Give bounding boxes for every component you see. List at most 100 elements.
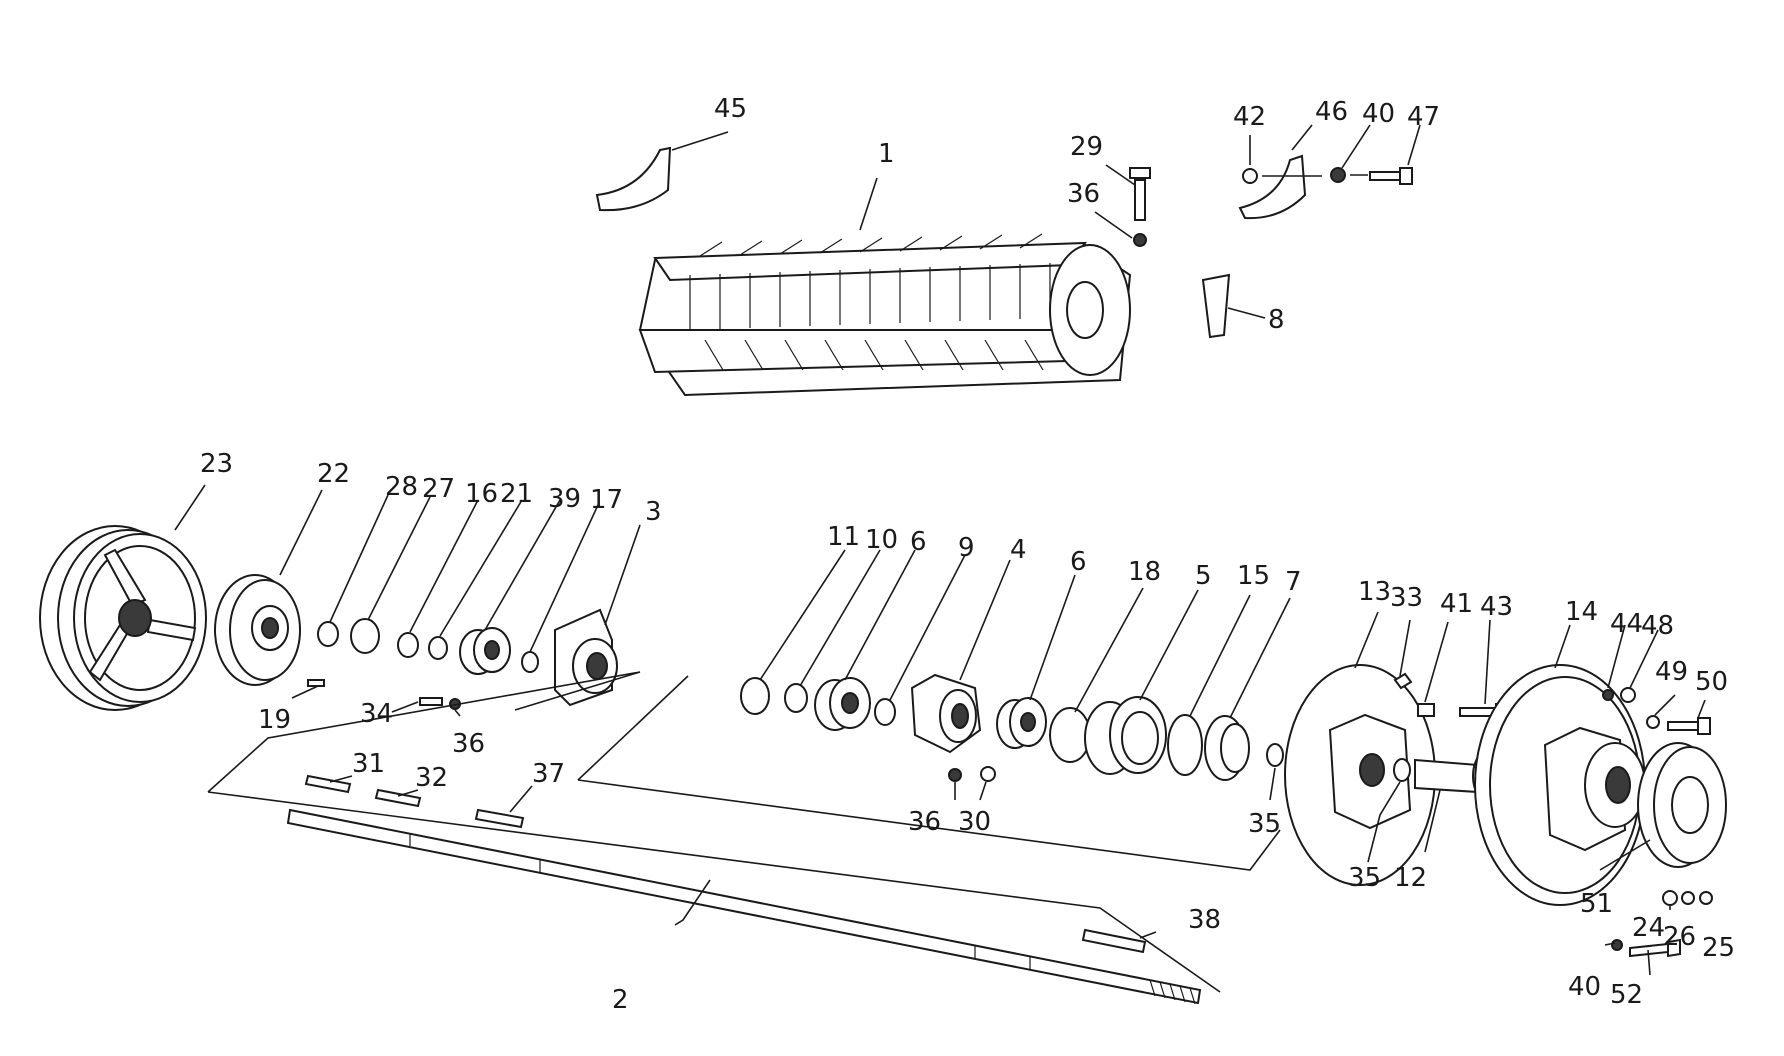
key-32-shape <box>374 788 422 808</box>
disc-14 <box>1474 664 1646 906</box>
oring-35b-shape <box>1393 758 1411 782</box>
part-labels: 1 2 3 4 5 6 6 7 8 9 10 11 12 13 14 15 16… <box>200 94 1735 1015</box>
washer-10-shape <box>784 683 808 713</box>
part-18-shape <box>1049 707 1091 763</box>
nut-36-middle-shape <box>948 768 962 782</box>
label-part-6-a: 6 <box>910 527 927 557</box>
label-part-19: 19 <box>258 705 291 735</box>
part-21-shape <box>428 636 448 660</box>
label-part-1: 1 <box>878 139 895 169</box>
oring-35a-shape <box>1266 743 1284 767</box>
label-part-42: 42 <box>1233 102 1266 132</box>
part-49-shape <box>1646 715 1660 729</box>
bearing-39 <box>459 627 511 675</box>
bearing-6b <box>996 697 1047 749</box>
label-part-33: 33 <box>1390 583 1423 613</box>
part-48-shape <box>1620 687 1636 703</box>
label-part-44: 44 <box>1610 609 1643 639</box>
label-part-37: 37 <box>532 759 565 789</box>
part-7-shape <box>1204 715 1250 781</box>
part-50-shape <box>1667 717 1711 735</box>
label-part-36-c: 36 <box>908 807 941 837</box>
label-part-18: 18 <box>1128 557 1161 587</box>
label-part-41: 41 <box>1440 589 1473 619</box>
key-31-shape <box>304 774 352 794</box>
part-25-shape <box>1699 891 1713 905</box>
label-part-21: 21 <box>500 479 533 509</box>
part-16-shape <box>397 632 419 658</box>
label-part-35-b: 35 <box>1348 863 1381 893</box>
label-part-4: 4 <box>1010 535 1027 565</box>
label-part-46: 46 <box>1315 97 1348 127</box>
label-part-52: 52 <box>1610 980 1643 1010</box>
label-part-45: 45 <box>714 94 747 124</box>
label-part-48: 48 <box>1641 611 1674 641</box>
part-17-shape <box>521 651 539 673</box>
label-part-40-a: 40 <box>1362 99 1395 129</box>
label-part-29: 29 <box>1070 132 1103 162</box>
label-part-49: 49 <box>1655 657 1688 687</box>
pulley-23 <box>39 525 207 711</box>
label-part-51: 51 <box>1580 889 1613 919</box>
label-part-14: 14 <box>1565 597 1598 627</box>
label-part-27: 27 <box>422 474 455 504</box>
part-46-shape <box>1238 154 1307 220</box>
key-37-shape <box>474 808 525 829</box>
label-part-11: 11 <box>827 522 860 552</box>
label-part-47: 47 <box>1407 102 1440 132</box>
label-part-50: 50 <box>1695 667 1728 697</box>
label-part-15: 15 <box>1237 561 1270 591</box>
part-26-shape <box>1681 891 1695 905</box>
label-part-23: 23 <box>200 449 233 479</box>
label-part-5: 5 <box>1195 561 1212 591</box>
part-44-shape <box>1602 689 1614 701</box>
label-part-24: 24 <box>1632 913 1665 943</box>
part-28-shape <box>317 621 339 647</box>
label-part-35-a: 35 <box>1248 809 1281 839</box>
label-part-3: 3 <box>645 497 662 527</box>
nut-30-shape <box>980 766 996 782</box>
part-36-top-shape <box>1133 233 1147 247</box>
part-24-shape <box>1662 890 1678 906</box>
part-42-shape <box>1242 168 1258 184</box>
label-part-32: 32 <box>415 763 448 793</box>
part-47-shape <box>1369 167 1413 185</box>
label-part-43: 43 <box>1480 592 1513 622</box>
label-part-9: 9 <box>958 533 975 563</box>
label-part-7: 7 <box>1285 567 1302 597</box>
label-part-12: 12 <box>1394 863 1427 893</box>
part-9-shape <box>874 698 896 726</box>
part-40-top-shape <box>1330 167 1346 183</box>
label-part-36-b: 36 <box>452 729 485 759</box>
part-45-shape <box>595 146 672 212</box>
part-27-shape <box>350 618 380 654</box>
part-8-shape <box>1201 273 1231 339</box>
label-part-34: 34 <box>360 699 393 729</box>
label-part-40-b: 40 <box>1568 972 1601 1002</box>
label-part-36-a: 36 <box>1067 179 1100 209</box>
label-part-8: 8 <box>1268 305 1285 335</box>
disc-13 <box>1284 664 1436 886</box>
part-40-bottom-shape <box>1611 939 1623 951</box>
bearing-housing-3 <box>554 608 618 707</box>
label-part-6-b: 6 <box>1070 547 1087 577</box>
label-part-30: 30 <box>958 807 991 837</box>
label-part-38: 38 <box>1188 905 1221 935</box>
label-part-17: 17 <box>590 485 623 515</box>
part-34-shape <box>419 697 443 706</box>
label-part-28: 28 <box>385 472 418 502</box>
label-part-2: 2 <box>612 985 629 1015</box>
label-part-16: 16 <box>465 479 498 509</box>
circlip-11-shape <box>740 677 770 715</box>
label-part-26: 26 <box>1663 922 1696 952</box>
label-part-13: 13 <box>1358 577 1391 607</box>
part-41-shape <box>1417 703 1435 717</box>
label-part-25: 25 <box>1702 933 1735 963</box>
part-33-shape <box>1393 672 1413 690</box>
rotor-drum <box>638 233 1132 397</box>
key-38-shape <box>1081 928 1147 954</box>
part-15-shape <box>1167 714 1203 776</box>
part-19-shape <box>307 679 325 687</box>
part-29-shape <box>1129 167 1151 221</box>
